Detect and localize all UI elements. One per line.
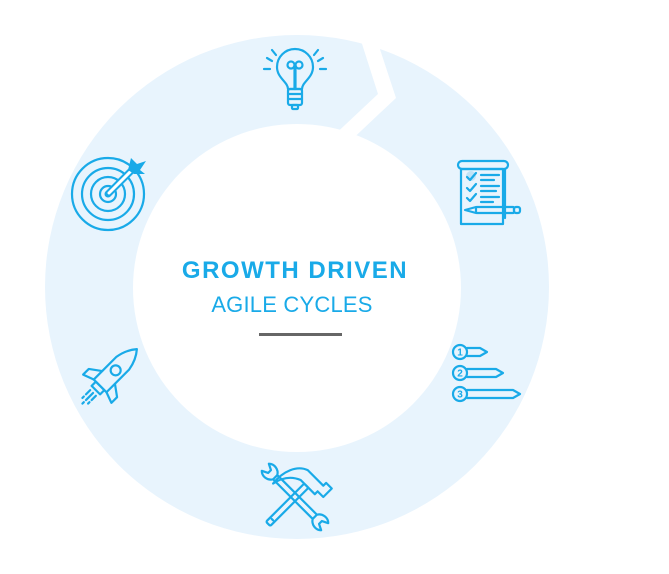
step-number-3: 3	[457, 390, 463, 401]
step-number-2: 2	[457, 369, 463, 380]
title-divider	[259, 333, 342, 336]
diagram-title: GROWTH DRIVEN	[181, 257, 409, 284]
numbered-steps-icon: 1 2 3	[451, 343, 522, 403]
step-number-1: 1	[457, 348, 463, 359]
tools-icon	[260, 462, 333, 532]
ring-gap	[329, 25, 396, 146]
diagram-subtitle: AGILE CYCLES	[211, 292, 373, 317]
rocket-icon	[81, 348, 138, 405]
checklist-icon	[456, 159, 522, 226]
target-icon	[70, 156, 146, 232]
center-disc	[133, 124, 461, 452]
lightbulb-icon	[262, 47, 328, 111]
